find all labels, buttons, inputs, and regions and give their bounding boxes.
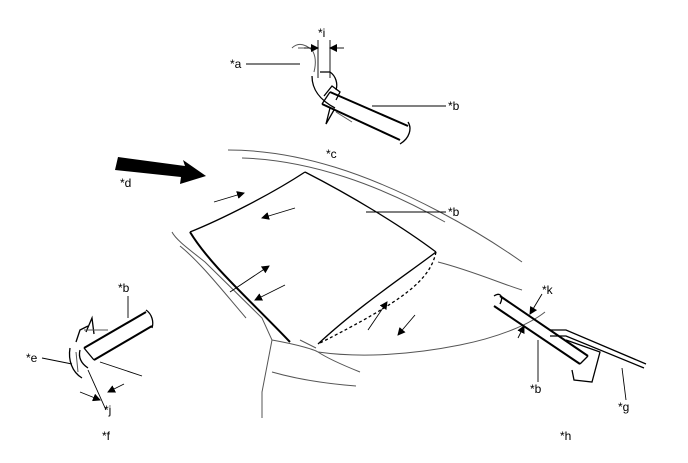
dimension-i <box>304 40 344 78</box>
label-j: *j <box>104 403 111 417</box>
measurement-arrows-main <box>213 191 416 336</box>
label-h: *h <box>560 429 571 443</box>
detail-f-cross-section <box>68 309 154 379</box>
label-g: *g <box>618 400 629 414</box>
label-i: *i <box>318 26 325 40</box>
label-e: *e <box>26 351 38 365</box>
label-f: *f <box>102 429 111 443</box>
label-k: *k <box>542 283 554 297</box>
direction-arrow <box>115 157 206 184</box>
label-d: *d <box>120 176 131 190</box>
detail-c-cross-section <box>291 43 411 145</box>
detail-h-cross-section <box>493 293 647 383</box>
windshield-glass <box>189 171 437 345</box>
dimension-k <box>517 293 543 339</box>
dimension-j <box>79 361 143 411</box>
label-b-top: *b <box>448 99 460 113</box>
leader-e <box>41 357 73 365</box>
label-b-main: *b <box>448 205 460 219</box>
label-b-left: *b <box>118 281 130 295</box>
label-b-right: *b <box>530 382 542 396</box>
vehicle-body-outline <box>171 149 546 418</box>
leader-g <box>621 367 627 401</box>
label-a: *a <box>230 57 242 71</box>
label-c: *c <box>326 147 337 161</box>
